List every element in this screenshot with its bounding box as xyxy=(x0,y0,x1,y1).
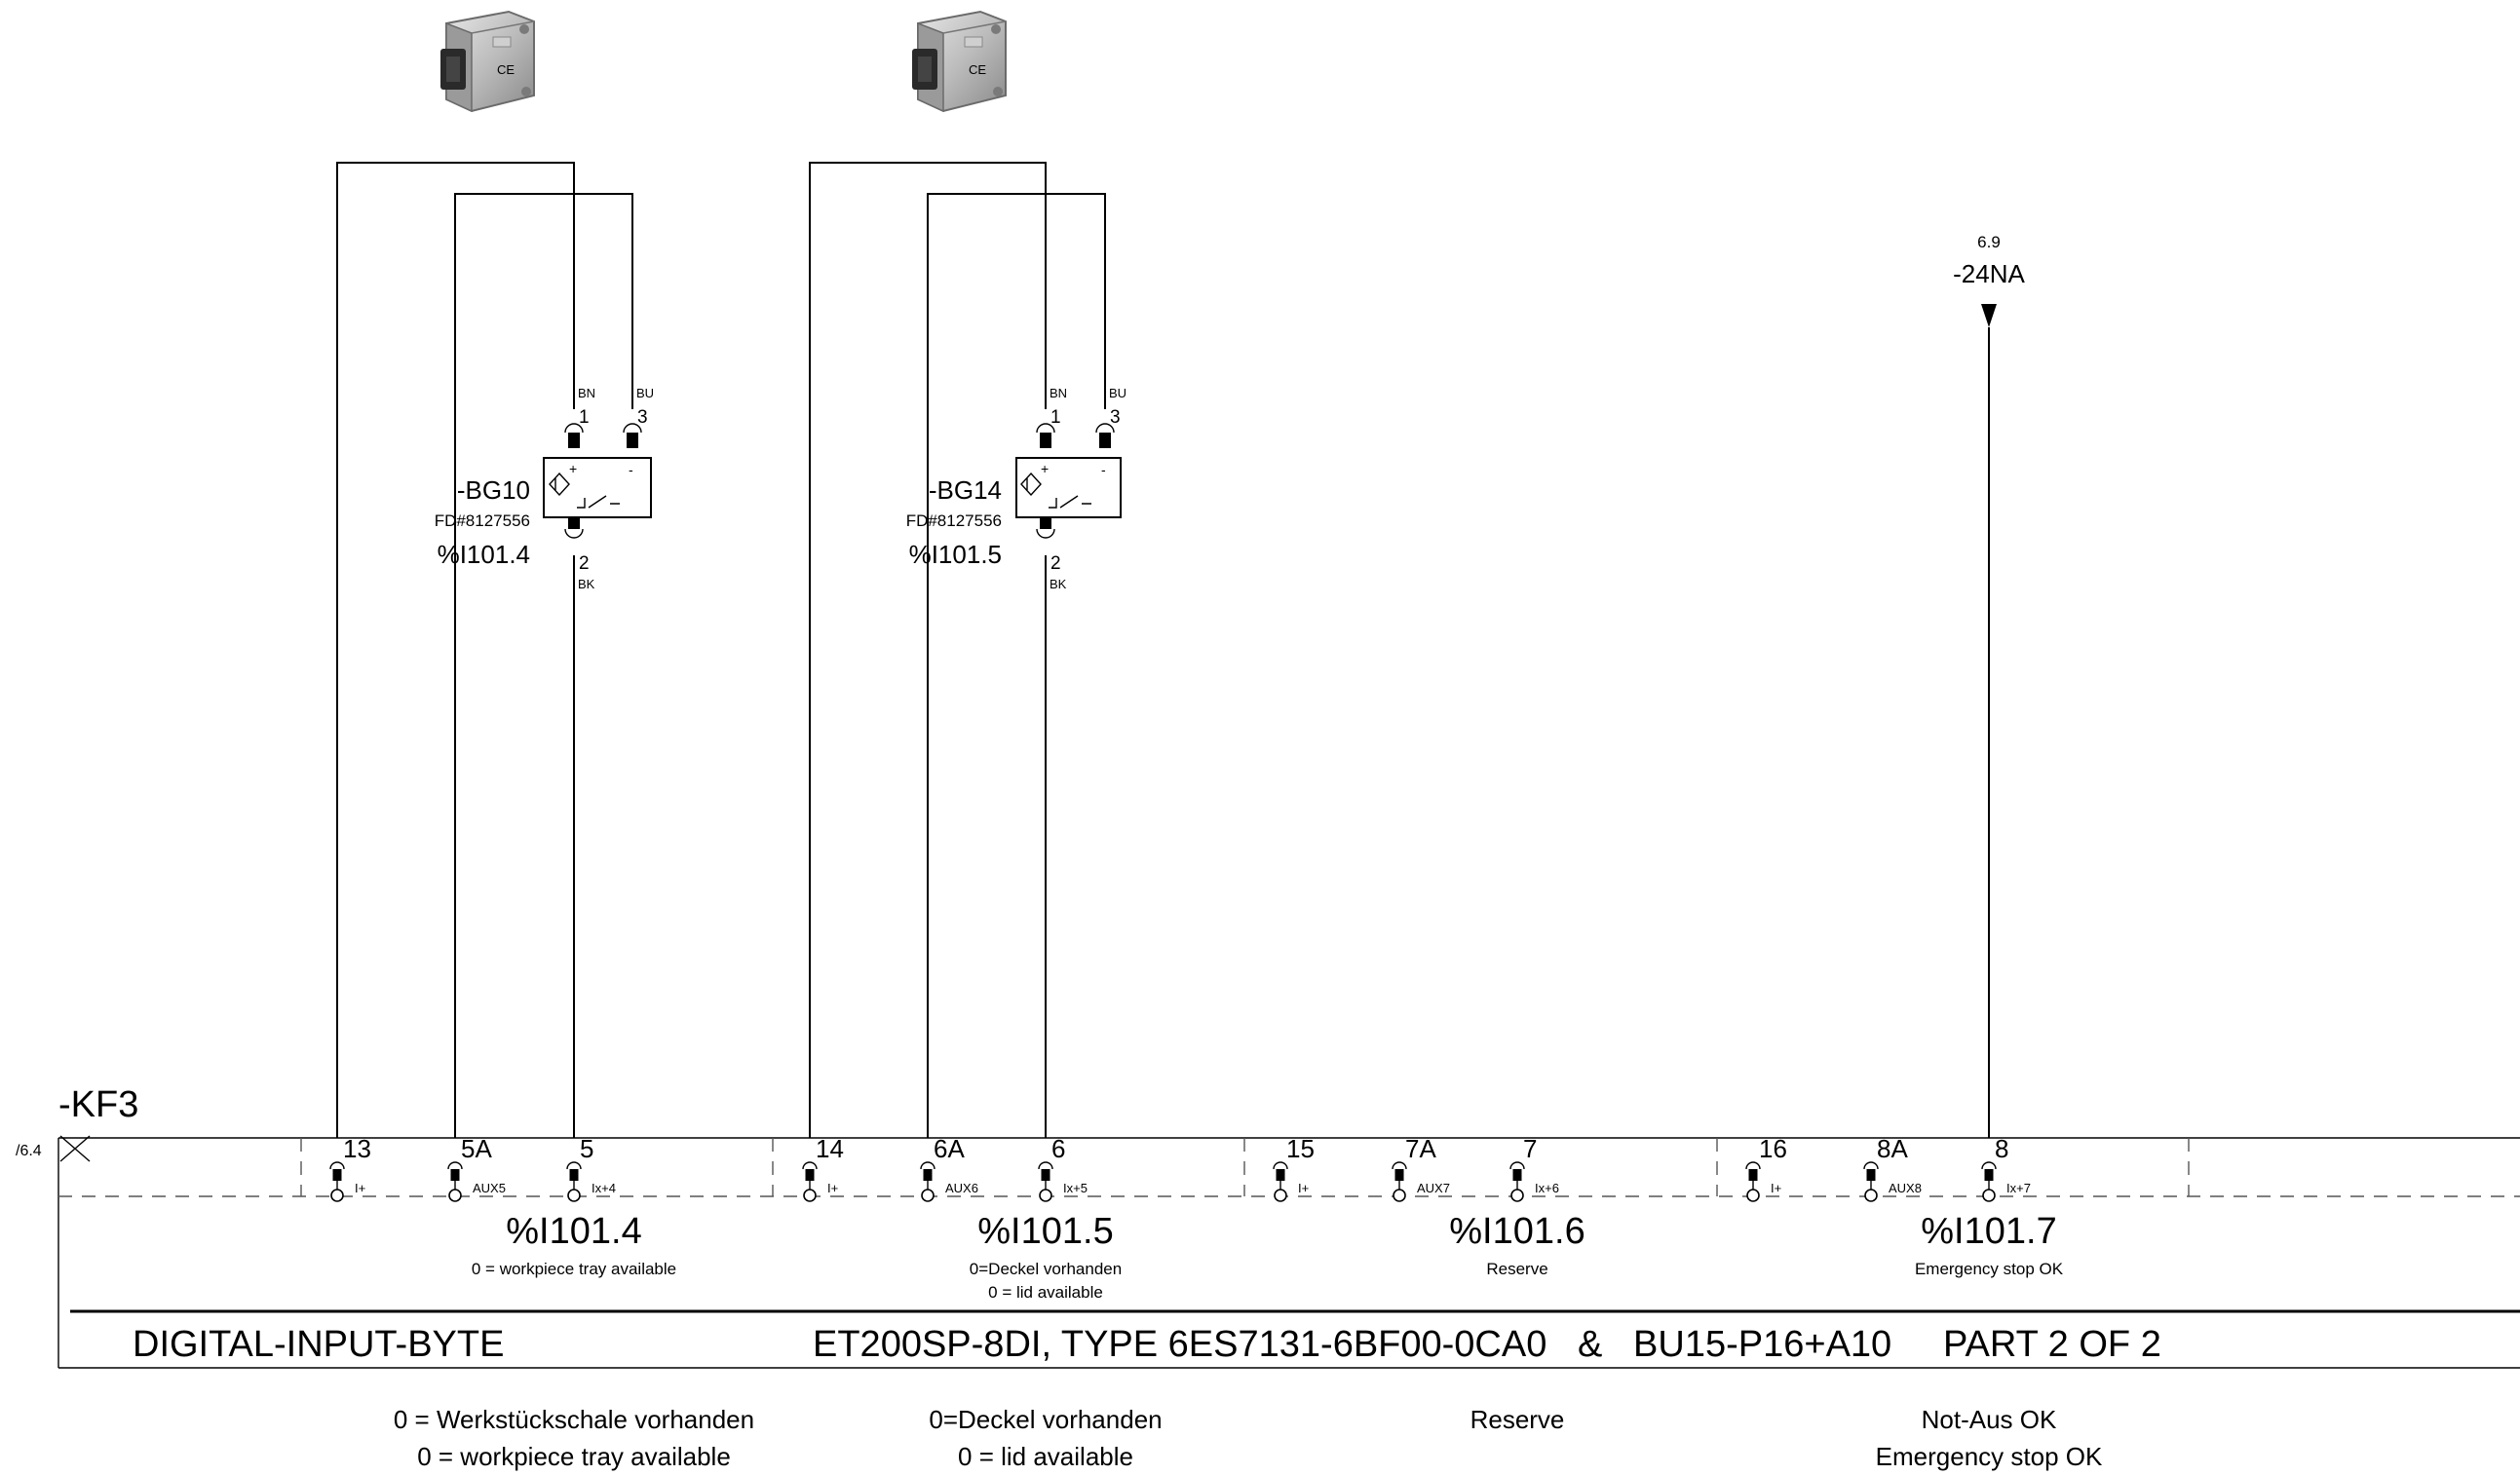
channel-separators xyxy=(300,1138,2190,1196)
pin-number: 2 xyxy=(1050,553,1061,574)
pin-color: BK xyxy=(1050,577,1067,591)
terminal-number: 8A xyxy=(1877,1134,1908,1163)
pin-color: BN xyxy=(578,386,595,400)
channel-address: %I101.5 xyxy=(977,1211,1113,1252)
supply-wire xyxy=(1981,304,1997,1138)
pin-number: 1 xyxy=(579,407,590,428)
module-xref: /6.4 xyxy=(16,1143,42,1159)
sensor-part-number: FD#8127556 xyxy=(906,511,1002,530)
sensor-bg10 xyxy=(543,423,652,539)
sensor-bg14-labels: -BG14 FD#8127556 %I101.5 BN 1 BU 3 2 BK … xyxy=(906,386,1126,591)
terminal-number: 15 xyxy=(1286,1134,1315,1163)
terminal-number: 7 xyxy=(1523,1134,1537,1163)
terminal-label: I+ xyxy=(355,1181,365,1195)
inductive-sensor-icon xyxy=(549,472,570,497)
channel-bottom-en: 0 = lid available xyxy=(958,1442,1133,1471)
terminal-number: 16 xyxy=(1759,1134,1787,1163)
terminal-number: 8 xyxy=(1995,1134,2008,1163)
minus-sign: - xyxy=(1101,462,1106,477)
module-title-main: ET200SP-8DI, TYPE 6ES7131-6BF00-0CA0 & B… xyxy=(813,1324,2161,1365)
terminal-number: 6 xyxy=(1051,1134,1065,1163)
terminal-label: AUX7 xyxy=(1417,1181,1450,1195)
sensor-part-number: FD#8127556 xyxy=(435,511,530,530)
sensor-bg10-labels: -BG10 FD#8127556 %I101.4 BN 1 BU 3 2 BK … xyxy=(435,386,654,591)
terminal-number: 5 xyxy=(580,1134,593,1163)
sensor-address: %I101.4 xyxy=(438,540,530,569)
terminal-number: 14 xyxy=(816,1134,844,1163)
channel-address: %I101.7 xyxy=(1921,1211,2056,1252)
pin-color: BU xyxy=(1109,386,1126,400)
channel-4: 16 I+ 8A AUX8 8 Ix+7 %I101.7 Emergency s… xyxy=(1759,1134,2103,1471)
plus-sign: + xyxy=(569,461,577,476)
sensor-symbol-box xyxy=(543,457,652,518)
pin-number: 3 xyxy=(637,407,648,428)
channel-address: %I101.4 xyxy=(506,1211,641,1252)
supply-ref: 6.9 xyxy=(1977,233,2001,251)
channel-bottom-de: 0 = Werkstückschale vorhanden xyxy=(394,1405,754,1434)
module-title-left: DIGITAL-INPUT-BYTE xyxy=(133,1324,504,1365)
module-tag: -KF3 xyxy=(58,1084,138,1125)
terminal-label: AUX8 xyxy=(1889,1181,1922,1195)
terminal-label: AUX6 xyxy=(945,1181,978,1195)
pin-number: 1 xyxy=(1050,407,1061,428)
minus-sign: - xyxy=(629,462,633,477)
wiring-sensor-bg10 xyxy=(336,162,633,1138)
channel-3: 15 I+ 7A AUX7 7 Ix+6 %I101.6 Reserve Res… xyxy=(1286,1134,1585,1434)
channel-address: %I101.6 xyxy=(1449,1211,1585,1252)
terminal-symbols xyxy=(329,1161,1997,1202)
pin-color: BN xyxy=(1050,386,1067,400)
terminal-number: 5A xyxy=(461,1134,492,1163)
terminal-label: I+ xyxy=(827,1181,838,1195)
terminal-label: I+ xyxy=(1771,1181,1781,1195)
channel-desc: Emergency stop OK xyxy=(1915,1260,2064,1278)
terminal-label: Ix+6 xyxy=(1535,1181,1559,1195)
channel-desc: 0 = lid available xyxy=(988,1283,1103,1302)
terminal-label: Ix+4 xyxy=(592,1181,616,1195)
sensor-symbol-box xyxy=(1015,457,1122,518)
pin-number: 3 xyxy=(1110,407,1121,428)
channel-bottom-de: Not-Aus OK xyxy=(1922,1405,2057,1434)
pin-color: BU xyxy=(636,386,654,400)
channel-desc: 0=Deckel vorhanden xyxy=(970,1260,1122,1278)
wiring-sensor-bg14 xyxy=(809,162,1106,1138)
channel-2: 14 I+ 6A AUX6 6 Ix+5 %I101.5 0=Deckel vo… xyxy=(816,1134,1163,1471)
channel-bottom-en: 0 = workpiece tray available xyxy=(417,1442,731,1471)
channel-1: 13 I+ 5A AUX5 5 Ix+4 %I101.4 0 = workpie… xyxy=(343,1134,754,1471)
channel-bottom: Reserve xyxy=(1470,1405,1565,1434)
terminal-label: Ix+7 xyxy=(2006,1181,2031,1195)
sensor-tag: -BG10 xyxy=(457,475,530,505)
terminal-number: 6A xyxy=(934,1134,965,1163)
supply-net: -24NA xyxy=(1953,259,2025,288)
sensor-photo-icon xyxy=(911,11,1007,112)
terminal-label: AUX5 xyxy=(473,1181,506,1195)
sensor-address: %I101.5 xyxy=(909,540,1002,569)
channel-bottom-en: Emergency stop OK xyxy=(1876,1442,2103,1471)
plus-sign: + xyxy=(1041,461,1049,476)
channel-desc: Reserve xyxy=(1486,1260,1547,1278)
terminal-label: Ix+5 xyxy=(1063,1181,1088,1195)
pin-color: BK xyxy=(578,577,595,591)
channel-desc: 0 = workpiece tray available xyxy=(472,1260,676,1278)
sensor-photo-icon xyxy=(439,11,535,112)
channel-bottom-de: 0=Deckel vorhanden xyxy=(929,1405,1162,1434)
terminal-label: I+ xyxy=(1298,1181,1309,1195)
terminal-number: 7A xyxy=(1405,1134,1436,1163)
pin-number: 2 xyxy=(579,553,590,574)
io-module-frame xyxy=(57,1135,2520,1369)
sensor-tag: -BG14 xyxy=(929,475,1002,505)
terminal-number: 13 xyxy=(343,1134,371,1163)
inductive-sensor-icon xyxy=(1020,472,1042,497)
sensor-bg14 xyxy=(1015,423,1122,539)
